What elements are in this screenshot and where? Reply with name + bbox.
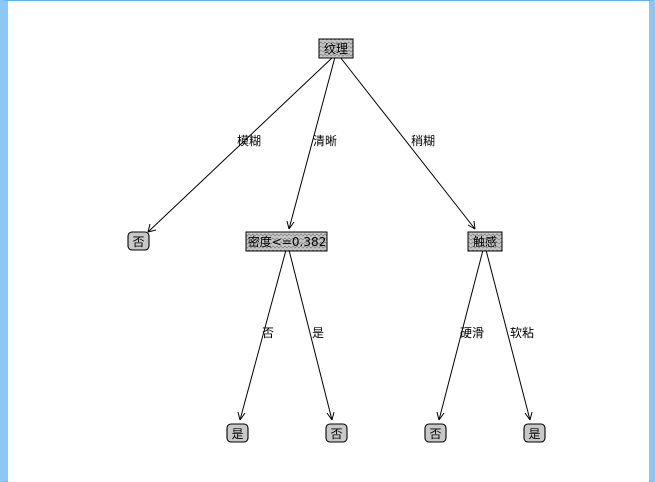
edge-touch-hard: [436, 249, 484, 421]
decision-node-root-label: 纹理: [324, 42, 348, 56]
edge-root-blurry: [147, 56, 334, 233]
decision-node-density: 密度<=0.382: [245, 231, 328, 252]
decision-node-touch: 触感: [467, 231, 503, 252]
edge-root-slightly: [339, 56, 476, 230]
edge-touch-soft: [485, 249, 533, 421]
tree-canvas: 模糊 清晰 稍糊 否 是 硬滑 软粘 纹理 密度<=0.382 触感: [8, 1, 649, 482]
leaf-node-density-no-label: 是: [231, 427, 243, 441]
edge-label-touch-hard: 硬滑: [460, 326, 484, 340]
edge-label-root-clear: 清晰: [313, 134, 337, 148]
edge-label-density-yes: 是: [312, 326, 324, 340]
decision-tree-diagram: 模糊 清晰 稍糊 否 是 硬滑 软粘 纹理 密度<=0.382 触感: [127, 38, 546, 443]
edge-label-root-slightly: 稍糊: [411, 133, 435, 148]
edge-density-no: [237, 249, 287, 421]
edge-root-clear: [286, 56, 336, 230]
leaf-node-touch-soft: 是: [523, 423, 546, 443]
leaf-node-blurry-label: 否: [132, 235, 144, 249]
leaf-node-density-no: 是: [226, 423, 249, 443]
edge-density-yes: [288, 249, 335, 421]
edge-label-touch-soft: 软粘: [510, 325, 534, 340]
leaf-node-touch-hard-label: 否: [429, 427, 441, 441]
decision-node-touch-label: 触感: [473, 234, 497, 249]
decision-node-root: 纹理: [318, 38, 354, 59]
leaf-node-blurry: 否: [127, 231, 150, 251]
leaf-node-touch-hard: 否: [424, 423, 447, 443]
edge-label-density-no: 否: [262, 326, 274, 340]
edge-label-root-blurry: 模糊: [237, 133, 261, 148]
leaf-node-density-yes-label: 否: [330, 427, 342, 441]
leaf-node-density-yes: 否: [325, 423, 348, 443]
decision-node-density-label: 密度<=0.382: [248, 234, 326, 249]
leaf-node-touch-soft-label: 是: [528, 427, 540, 441]
